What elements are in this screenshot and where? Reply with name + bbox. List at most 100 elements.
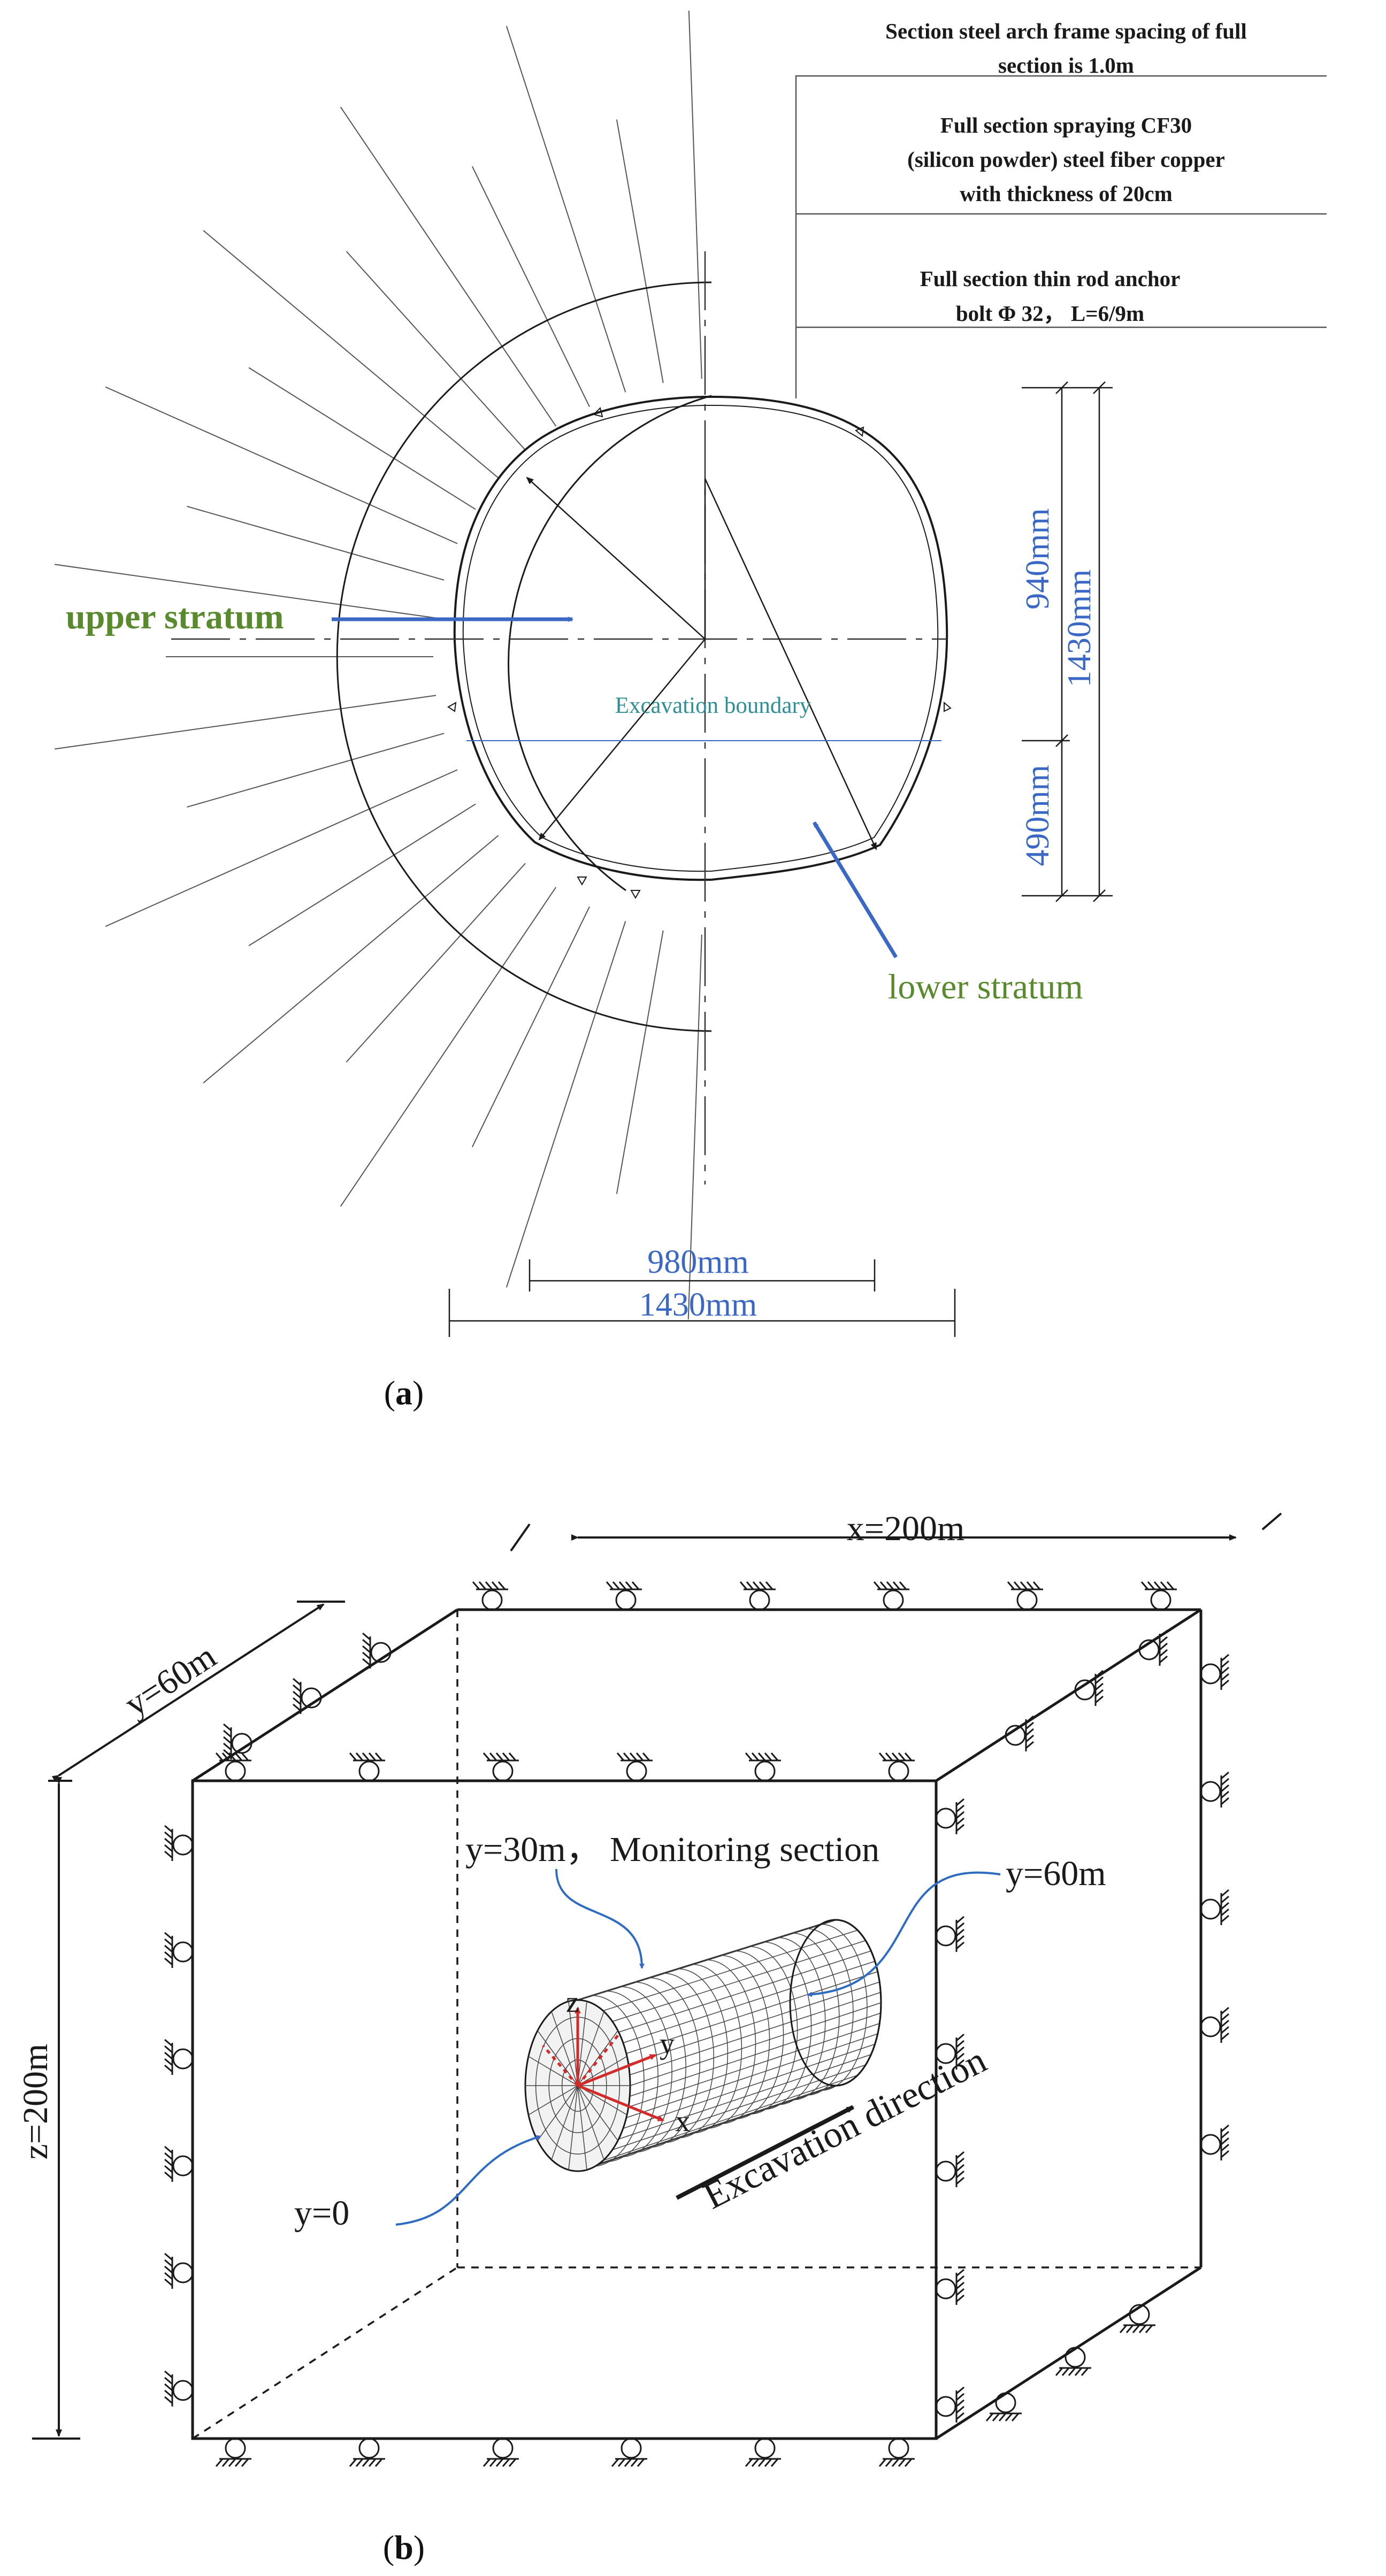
anchor-bolt-line xyxy=(54,695,437,750)
dim-total-width: 1430mm xyxy=(639,1287,757,1323)
note-frame-line-1: Section steel arch frame spacing of full xyxy=(885,19,1247,43)
anchor-bolt-line xyxy=(248,367,476,510)
anchor-bolt-line xyxy=(688,10,702,379)
anchor-bolt-line xyxy=(187,505,445,581)
roller-support-icon xyxy=(606,1581,642,1611)
note-spray-line-3: with thickness of 20cm xyxy=(960,181,1172,206)
roller-support-icon xyxy=(362,1632,392,1668)
axis-y-label: y xyxy=(660,2027,675,2060)
anchor-bolt-line xyxy=(471,166,590,407)
roller-support-icon xyxy=(164,2252,194,2289)
tunnel-mesh-lines xyxy=(577,1919,882,2172)
roller-support-icon xyxy=(1200,2006,1229,2043)
roller-support-icon xyxy=(1200,2124,1229,2160)
contour-markers xyxy=(447,407,952,899)
anchor-bolt-line xyxy=(506,26,626,393)
local-axes xyxy=(542,2007,664,2122)
anchor-bolt-line xyxy=(616,119,664,383)
anchor-bolt-line xyxy=(346,863,526,1063)
note-frame-line-2: section is 1.0m xyxy=(998,53,1134,78)
anchor-bolts xyxy=(54,10,702,1320)
monitoring-section-label: y=30m， Monitoring section xyxy=(465,1830,879,1869)
y60-label: y=60m xyxy=(1006,1854,1106,1893)
lower-stratum-arrow xyxy=(813,821,898,958)
roller-support-icon xyxy=(1007,1581,1043,1611)
panel-b-3d-model: x=200m y=60m z=200m z y x y=30m， Monit xyxy=(16,1509,1282,2566)
roller-support-icon xyxy=(745,1752,781,1782)
anchor-bolt-line xyxy=(248,803,476,947)
axis-x-label: x xyxy=(675,2105,690,2138)
excavation-direction-arrow xyxy=(676,2105,854,2200)
note-bolt-line-2: bolt Φ 32， L=6/9m xyxy=(956,301,1144,326)
roller-support-icon xyxy=(878,1752,915,1782)
y0-arrow xyxy=(395,2135,541,2226)
anchor-bolt-line xyxy=(346,251,526,451)
note-leader-lines xyxy=(795,75,1327,398)
roller-support-icon xyxy=(215,1752,251,1782)
anchor-bolt-line xyxy=(340,887,557,1207)
outer-support-ring xyxy=(336,281,712,1032)
roller-support-icon xyxy=(164,1825,194,1861)
roller-support-icon xyxy=(1200,1771,1229,1808)
anchor-bolt-line xyxy=(187,733,445,808)
roller-support-icon xyxy=(472,1581,508,1611)
excavation-boundary-label: Excavation boundary xyxy=(615,693,811,718)
roller-support-icon xyxy=(878,2437,915,2467)
support-layer-inner-ring xyxy=(508,395,712,891)
roller-support-icon xyxy=(935,2151,964,2187)
y0-label: y=0 xyxy=(294,2194,349,2233)
anchor-bolt-line xyxy=(203,835,499,1083)
y60-arrow xyxy=(807,1871,1001,1997)
roller-support-icon xyxy=(935,2033,964,2070)
axis-z-label: z xyxy=(566,1986,579,2019)
anchor-bolt-line xyxy=(105,769,458,927)
model-box xyxy=(191,1608,1203,2440)
dim-x-tick-left xyxy=(510,1523,531,1552)
caption-a: (a) xyxy=(384,1374,424,1412)
roller-support-icon xyxy=(1005,1715,1034,1751)
anchor-bolt-line xyxy=(471,906,590,1148)
roller-support-icon xyxy=(483,1752,519,1782)
roller-support-icon xyxy=(935,1798,964,1834)
anchor-bolt-line xyxy=(54,564,437,619)
dim-upper-height: 940mm xyxy=(1020,508,1056,609)
dim-total-height: 1430mm xyxy=(1061,570,1098,687)
roller-support-icon xyxy=(293,1678,322,1714)
roller-support-icon xyxy=(873,1581,909,1611)
roller-support-icon xyxy=(616,1752,653,1782)
tunnel-far-end xyxy=(789,1919,882,2087)
horizontal-dimension-lines xyxy=(448,1259,956,1337)
roller-support-icon xyxy=(1140,1581,1177,1611)
anchor-bolt-line xyxy=(506,921,626,1288)
roller-support-icon xyxy=(1200,1889,1229,1925)
roller-support-icon xyxy=(164,2146,194,2182)
roller-support-icon xyxy=(164,2370,194,2406)
roller-support-icon xyxy=(745,2437,781,2467)
roller-support-icon xyxy=(935,2269,964,2305)
roller-support-icon xyxy=(739,1581,776,1611)
roller-support-icon xyxy=(215,2437,251,2467)
model-box-hidden-edges xyxy=(192,1610,1201,2440)
roller-support-icon xyxy=(1055,2347,1091,2376)
dim-lower-height: 490mm xyxy=(1020,765,1056,866)
anchor-bolt-line xyxy=(203,230,499,479)
panel-a-tunnel-section: Excavation boundary Section steel arch f… xyxy=(54,10,1327,1412)
roller-support-icon xyxy=(223,1723,252,1759)
dim-x-tick-right xyxy=(1261,1512,1282,1531)
caption-b: (b) xyxy=(383,2528,425,2566)
roller-support-icon xyxy=(1200,1654,1229,1690)
excavation-contour xyxy=(453,395,948,881)
roller-support-icon xyxy=(164,2039,194,2075)
lower-stratum-label: lower stratum xyxy=(888,967,1083,1006)
vertical-dimension-lines xyxy=(1022,381,1113,902)
monitoring-section-arrow xyxy=(555,1868,645,1969)
note-spray-line-1: Full section spraying CF30 xyxy=(940,113,1192,137)
roller-support-icon xyxy=(1119,2304,1155,2333)
anchor-bolt-line xyxy=(616,930,664,1194)
roller-support-icon xyxy=(349,2437,385,2467)
anchor-bolt-line xyxy=(105,386,458,544)
roller-support-icon xyxy=(483,2437,519,2467)
tunnel-mesh-model xyxy=(524,1919,882,2172)
radius-lines xyxy=(526,476,877,850)
